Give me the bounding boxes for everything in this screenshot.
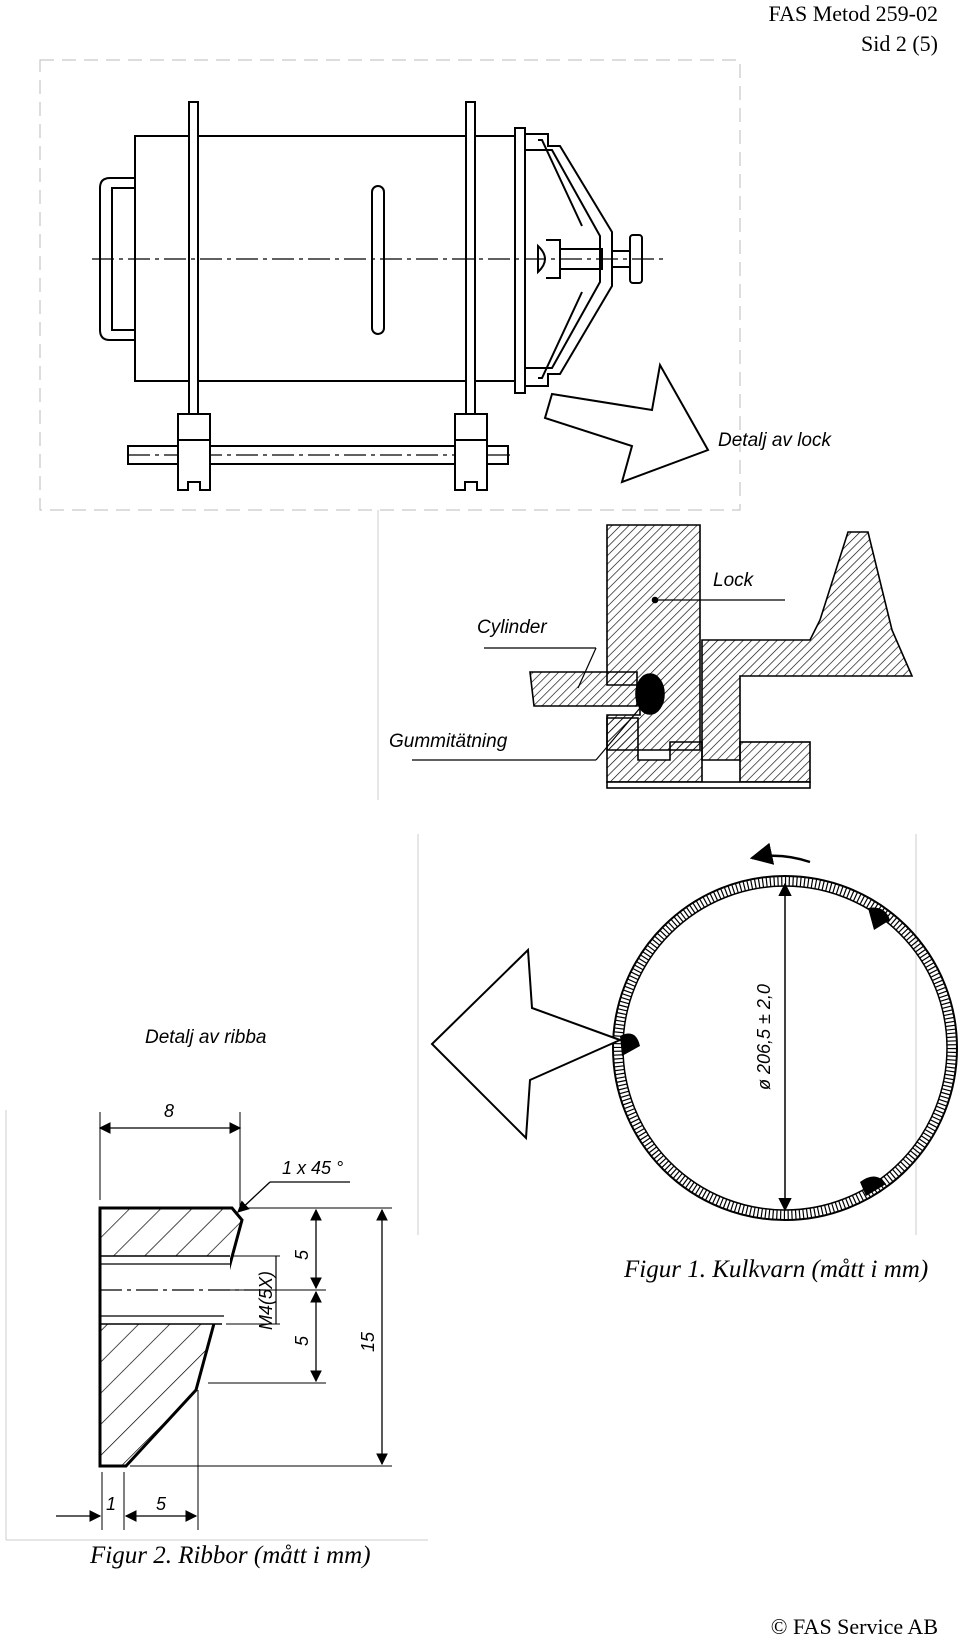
detail-lid-label: Detalj av lock	[718, 430, 831, 451]
document-id: FAS Metod 259-02	[768, 1, 939, 26]
width-8-label: 8	[164, 1101, 174, 1121]
ball-mill-drawing	[39, 59, 741, 511]
diameter-label: ø 206,5 ± 2,0	[754, 984, 774, 1090]
dim-5-top-label: 5	[292, 1249, 312, 1260]
rib-profile-drawing	[5, 1110, 428, 1541]
dim-5-horizontal-label: 5	[156, 1494, 167, 1514]
mill-cross-section	[417, 834, 958, 1235]
lid-detail-drawing	[377, 510, 914, 800]
detail-rib-arrow	[430, 947, 623, 1141]
rubber-seal-label: Gummitätning	[389, 731, 508, 752]
page-number: Sid 2 (5)	[861, 31, 938, 56]
thread-label: M4(5X)	[256, 1271, 276, 1330]
dim-5-bottom-label: 5	[292, 1335, 312, 1346]
dim-15-label: 15	[358, 1331, 378, 1352]
detail-lid-arrow	[543, 362, 710, 484]
figure1-caption: Figur 1. Kulkvarn (mått i mm)	[624, 1256, 929, 1283]
chamfer-label: 1 x 45 °	[282, 1158, 343, 1178]
lid-label: Lock	[713, 570, 754, 591]
detail-rib-label: Detalj av ribba	[145, 1027, 267, 1048]
cylinder-label: Cylinder	[477, 617, 547, 638]
figure2-caption: Figur 2. Ribbor (mått i mm)	[90, 1542, 371, 1569]
dim-1-label: 1	[106, 1494, 116, 1514]
copyright-footer: © FAS Service AB	[770, 1614, 938, 1639]
